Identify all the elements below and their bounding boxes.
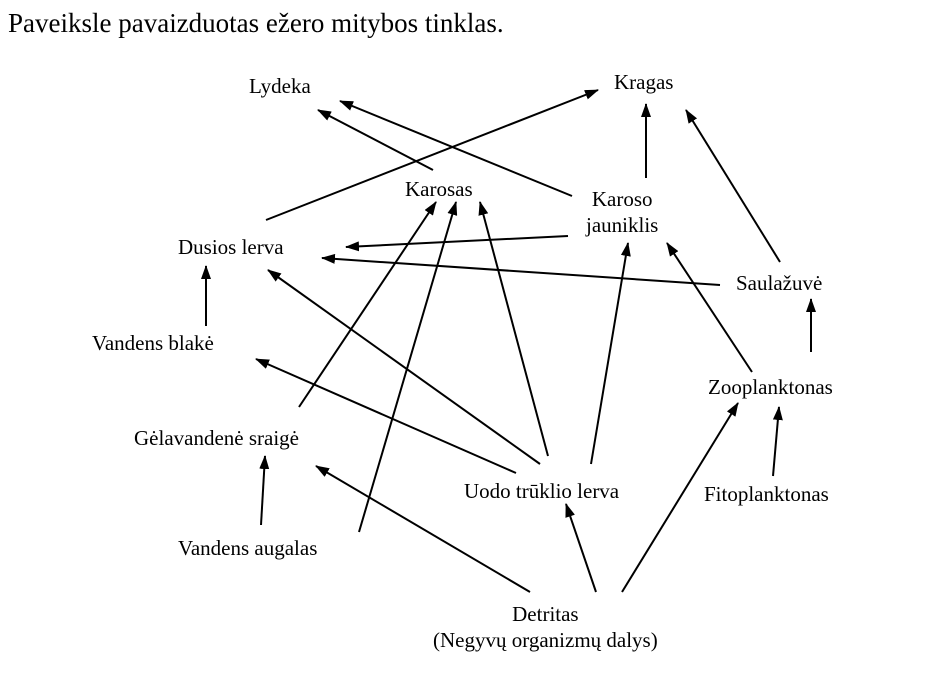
arrow-uodo-lerva-to-karosas <box>478 201 549 457</box>
arrow-detritas-to-uodo-lerva <box>565 503 597 593</box>
arrow-karoso-jauniklis-to-lydeka <box>339 100 573 197</box>
node-karoso-jauniklis: Karoso jauniklis <box>586 186 658 238</box>
arrow-karosas-to-lydeka <box>317 109 434 171</box>
node-dusios-lerva: Dusios lerva <box>178 235 284 259</box>
arrow-zooplanktonas-to-karoso-jauniklis <box>666 242 753 373</box>
arrow-saulazuve-to-dusios-lerva <box>321 253 721 286</box>
node-detritas: Detritas (Negyvų organizmų dalys) <box>433 601 658 653</box>
node-lydeka: Lydeka <box>249 74 311 98</box>
arrow-vandens-augalas-to-sraige <box>259 455 270 526</box>
arrow-fitoplanktonas-to-zooplanktonas <box>772 406 783 477</box>
arrow-saulazuve-to-kragas <box>685 109 781 263</box>
arrow-karoso-jauniklis-to-dusios-lerva <box>345 235 569 252</box>
node-detritas-label: Detritas <box>512 602 579 626</box>
node-zooplanktonas: Zooplanktonas <box>708 375 833 399</box>
arrow-detritas-to-sraige <box>315 465 531 593</box>
arrow-sraige-to-karosas <box>298 201 437 408</box>
arrow-uodo-lerva-to-vandens-blake <box>255 358 517 474</box>
node-vandens-augalas: Vandens augalas <box>178 536 318 560</box>
arrow-dusios-lerva-to-kragas <box>265 89 599 221</box>
node-karosas: Karosas <box>405 177 473 201</box>
node-detritas-sublabel: (Negyvų organizmų dalys) <box>433 628 658 652</box>
node-gelavandene-sraige: Gėlavandenė sraigė <box>134 426 299 450</box>
node-uodo-truklio-lerva: Uodo trūklio lerva <box>464 479 620 503</box>
diagram-title: Paveiksle pavaizduotas ežero mitybos tin… <box>8 8 504 38</box>
node-kragas: Kragas <box>614 70 674 94</box>
node-karoso-jauniklis-line1: Karoso <box>591 187 653 211</box>
node-saulazuve: Saulažuvė <box>736 271 823 295</box>
arrow-detritas-to-zooplanktonas <box>621 402 739 593</box>
node-vandens-blake: Vandens blakė <box>92 331 214 355</box>
node-karoso-jauniklis-line2: jauniklis <box>586 213 659 237</box>
arrow-uodo-lerva-to-karoso-jauniklis <box>590 242 631 465</box>
arrow-uodo-lerva-to-dusios-lerva <box>267 269 541 465</box>
arrow-vandens-augalas-to-karosas <box>358 201 458 533</box>
node-fitoplanktonas: Fitoplanktonas <box>704 482 829 506</box>
